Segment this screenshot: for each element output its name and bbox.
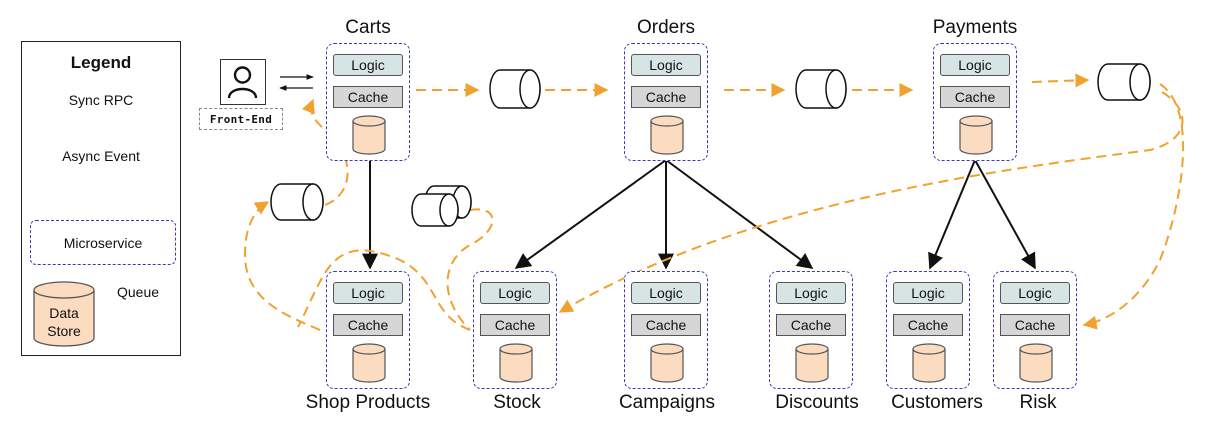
service-payments: Logic Cache — [933, 43, 1017, 161]
queues — [117, 63, 1151, 345]
service-discounts: Logic Cache — [769, 271, 853, 389]
legend-microservice-label: Microservice — [63, 234, 143, 251]
async-queue-to-stock-inner — [446, 208, 494, 331]
risk-label: Risk — [1019, 392, 1057, 413]
rpc-payments-risk — [974, 159, 1036, 270]
customers-logic: Logic — [893, 282, 963, 304]
payments-datastore-icon — [959, 115, 993, 155]
carts-label: Carts — [345, 17, 391, 38]
customers-datastore-icon — [912, 343, 946, 383]
campaigns-logic: Logic — [631, 282, 701, 304]
service-carts: Logic Cache — [326, 43, 410, 161]
carts-datastore-icon — [352, 115, 386, 155]
service-shop-products: Logic Cache — [326, 271, 410, 389]
async-shop-products-to-queue — [243, 201, 321, 331]
campaigns-cache: Cache — [631, 314, 701, 336]
legend-queue-label: Queue — [117, 284, 160, 300]
stock-label: Stock — [493, 392, 541, 413]
async-payments-to-queue — [1031, 73, 1090, 88]
legend-microservice-box: Microservice — [30, 220, 176, 265]
legend-datastore-line1: Data — [49, 305, 79, 321]
shop-products-label: Shop Products — [305, 392, 431, 413]
legend-async-event-label: Async Event — [62, 148, 140, 164]
discounts-logic: Logic — [776, 282, 846, 304]
legend-title: Legend — [70, 53, 132, 72]
service-risk: Logic Cache — [993, 271, 1077, 389]
shop-products-datastore-icon — [352, 343, 386, 383]
stock-logic: Logic — [480, 282, 550, 304]
front-end-label: Front-End — [199, 108, 283, 130]
async-queue-to-stock — [558, 91, 1184, 313]
queue-icon-shop-products — [270, 183, 324, 221]
payments-logic: Logic — [940, 54, 1010, 76]
front-end-user-box — [220, 59, 266, 105]
carts-cache: Cache — [333, 86, 403, 108]
legend-datastore-icon — [33, 281, 95, 347]
carts-logic: Logic — [333, 54, 403, 76]
legend-datastore-line2: Store — [47, 323, 81, 339]
service-orders: Logic Cache — [624, 43, 708, 161]
async-stock-to-queue — [297, 249, 471, 331]
campaigns-datastore-icon — [650, 343, 684, 383]
service-stock: Logic Cache — [473, 271, 557, 389]
legend-panel: Legend Sync RPC Async Event Microservice… — [21, 41, 181, 356]
discounts-label: Discounts — [775, 392, 859, 413]
stock-datastore-icon — [499, 343, 533, 383]
customers-label: Customers — [891, 392, 983, 413]
queue-icon-stock-front — [411, 193, 459, 227]
user-icon — [227, 66, 258, 99]
payments-cache: Cache — [940, 86, 1010, 108]
service-customers: Logic Cache — [886, 271, 970, 389]
queue-icon-carts-orders — [489, 69, 541, 109]
customers-cache: Cache — [893, 314, 963, 336]
shop-products-cache: Cache — [333, 314, 403, 336]
risk-logic: Logic — [1000, 282, 1070, 304]
rpc-orders-discounts — [665, 159, 814, 269]
sync-rpc-arrows — [362, 159, 1036, 270]
orders-logic: Logic — [631, 54, 701, 76]
campaigns-label: Campaigns — [618, 392, 716, 413]
legend-sync-rpc-label: Sync RPC — [68, 92, 134, 108]
discounts-cache: Cache — [776, 314, 846, 336]
queue-icon-payments-out — [1097, 63, 1151, 101]
queue-icon-orders-payments — [795, 69, 847, 109]
stock-cache: Cache — [480, 314, 550, 336]
risk-cache: Cache — [1000, 314, 1070, 336]
risk-datastore-icon — [1019, 343, 1053, 383]
rpc-orders-stock — [514, 159, 667, 269]
orders-datastore-icon — [650, 115, 684, 155]
orders-cache: Cache — [631, 86, 701, 108]
orders-label: Orders — [636, 17, 696, 38]
shop-products-logic: Logic — [333, 282, 403, 304]
legend-datastore-label: Data Store — [30, 304, 98, 340]
service-campaigns: Logic Cache — [624, 271, 708, 389]
rpc-payments-customers — [928, 159, 976, 270]
discounts-datastore-icon — [795, 343, 829, 383]
async-queue-to-risk — [1082, 83, 1185, 330]
payments-label: Payments — [932, 17, 1018, 38]
